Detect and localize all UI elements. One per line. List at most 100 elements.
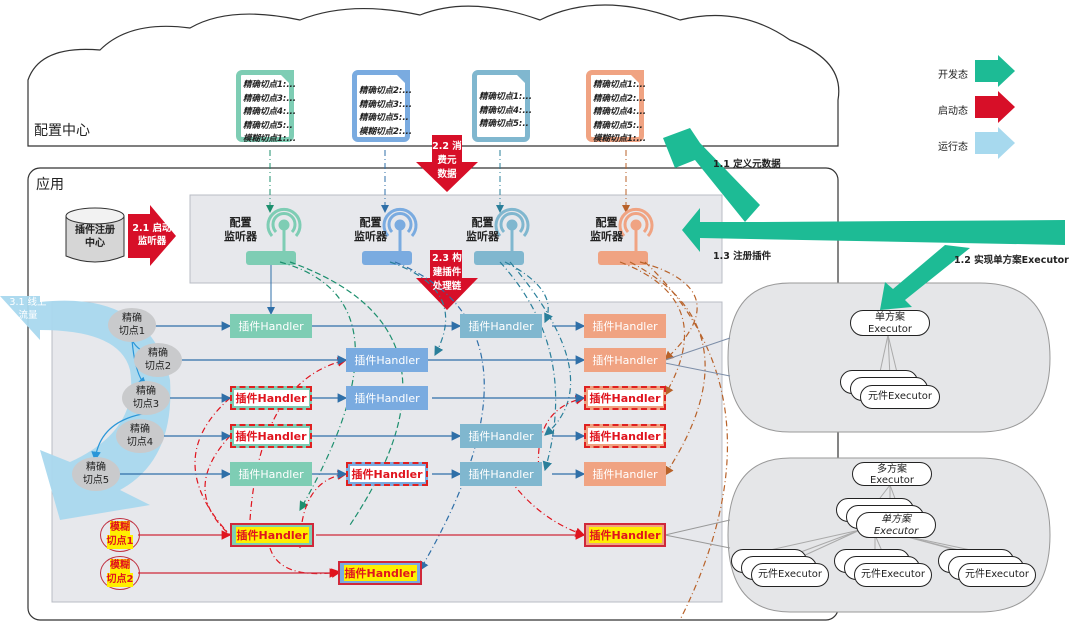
registry-line1: 插件注册 (75, 225, 115, 236)
exec-line1: 单方案 (881, 514, 911, 525)
legend-arrow-run (975, 127, 1015, 159)
doc-line: 精确切点3:... (359, 99, 413, 110)
plugin-handler-new[interactable]: 插件Handler (584, 424, 666, 448)
config-center-cloud (27, 4, 840, 147)
listener-icon-2 (362, 207, 418, 265)
listener-label-4: 配置 监听器 (590, 216, 623, 244)
plugin-handler[interactable]: 插件Handler (460, 462, 542, 486)
legend-run-label: 运行态 (938, 142, 968, 153)
step-2-1-label: 2.1 启动 监听器 (132, 222, 172, 248)
plugin-handler[interactable]: 插件Handler (230, 462, 312, 486)
plugin-handler[interactable]: 插件Handler (584, 348, 666, 372)
precise-point-3: 精确切点3 (122, 381, 170, 415)
config-center-title: 配置中心 (34, 123, 90, 139)
plugin-handler[interactable]: 插件Handler (584, 462, 666, 486)
handler-label: 插件Handler (592, 468, 658, 481)
handler-label: 插件Handler (349, 466, 425, 482)
listener-icon-1 (246, 207, 302, 265)
listener-icon-3 (474, 207, 530, 265)
listener-line1: 配置 (359, 216, 382, 229)
doc-fold-icon (392, 70, 410, 88)
plugin-handler-fuzzy[interactable]: 插件Handler (584, 523, 666, 547)
precise-point-5: 精确切点5 (72, 457, 120, 491)
app-title: 应用 (36, 177, 64, 193)
element-executor: 元件Executor (958, 563, 1036, 587)
step-2-2-label: 2.2 消 费元 数据 (428, 140, 466, 182)
doc-line: 模糊切点1:... (593, 134, 647, 144)
green-arrow-1-3 (682, 208, 1065, 252)
listener-line2: 监听器 (466, 230, 499, 243)
registry-line2: 中心 (85, 238, 105, 249)
legend-arrow-start (975, 91, 1015, 123)
handler-label: 插件Handler (343, 565, 417, 581)
listener-line1: 配置 (595, 216, 618, 229)
point-line1: 精确 (130, 424, 150, 435)
plugin-handler[interactable]: 插件Handler (346, 386, 428, 410)
exec-line1: 多方案 (877, 464, 907, 475)
step-2-3-line2: 建插件 (432, 267, 462, 278)
exec-line2: Executor (869, 475, 915, 486)
plugin-handler-new[interactable]: 插件Handler (230, 386, 312, 410)
exec-line1: 单方案 (875, 312, 905, 323)
exec-label: 元件Executor (964, 569, 1030, 580)
exec-label: 元件Executor (757, 569, 823, 580)
plugin-handler[interactable]: 插件Handler (584, 314, 666, 338)
step-2-1-line1: 2.1 启动 (132, 223, 172, 234)
doc-line: 精确切点2:... (359, 86, 413, 96)
plugin-handler-fuzzy[interactable]: 插件Handler (338, 561, 422, 585)
element-executor: 元件Executor (860, 385, 940, 409)
plugin-handler-fuzzy[interactable]: 插件Handler (230, 523, 314, 547)
element-executor: 元件Executor (854, 563, 932, 587)
fuzzy-point-1: 模糊切点1 (100, 518, 140, 552)
config-doc-2: 精确切点2:... 精确切点3:... 精确切点5:.. 模糊切点2:... (352, 70, 413, 142)
step-3-1-line1: 3.1 线上 (9, 297, 47, 308)
point-line1: 精确 (136, 386, 156, 397)
green-arrow-1-2 (880, 245, 970, 310)
listener-line1: 配置 (229, 216, 252, 229)
handler-label: 插件Handler (592, 320, 658, 333)
listener-line1: 配置 (471, 216, 494, 229)
doc-line: 精确切点1:... (243, 80, 297, 90)
listener-label-1: 配置 监听器 (224, 216, 257, 244)
handler-label: 插件Handler (238, 320, 304, 333)
handler-label: 插件Handler (233, 390, 309, 406)
doc-line: 模糊切点2:... (359, 126, 413, 137)
doc-line: 精确切点1:... (479, 92, 533, 102)
step-2-3-line1: 2.3 构 (432, 253, 462, 264)
plugin-handler-new[interactable]: 插件Handler (230, 424, 312, 448)
plugin-handler[interactable]: 插件Handler (460, 314, 542, 338)
handler-label: 插件Handler (468, 468, 534, 481)
exec-line2: Executor (873, 526, 919, 537)
point-line2: 切点2 (106, 573, 134, 587)
step-2-2-line2: 费元 (437, 155, 457, 166)
legend-dev-label: 开发态 (938, 70, 968, 81)
doc-line: 精确切点5:.. (359, 113, 409, 123)
doc-fold-icon (626, 70, 644, 88)
fuzzy-point-2: 模糊切点2 (100, 556, 140, 590)
doc-line: 精确切点2:... (593, 93, 647, 104)
precise-point-1: 精确切点1 (108, 308, 156, 342)
green-arrow-1-1 (663, 128, 760, 222)
plugin-registry-icon (65, 207, 125, 263)
legend-start-label: 启动态 (938, 106, 968, 117)
listener-icon-4 (598, 207, 654, 265)
plugin-handler-new[interactable]: 插件Handler (584, 386, 666, 410)
point-line2: 切点1 (118, 326, 146, 337)
plugin-handler-new[interactable]: 插件Handler (346, 462, 428, 486)
plugin-handler[interactable]: 插件Handler (346, 348, 428, 372)
legend-arrow-dev (975, 55, 1015, 87)
red-arrow-2-3 (416, 250, 478, 310)
plugin-handler[interactable]: 插件Handler (460, 424, 542, 448)
handler-label: 插件Handler (468, 430, 534, 443)
listener-label-2: 配置 监听器 (354, 216, 387, 244)
config-doc-3: 精确切点1:... 精确切点4:... 精确切点5:.. (472, 70, 533, 142)
listener-line2: 监听器 (590, 230, 623, 243)
doc-line: 精确切点4:... (243, 107, 297, 117)
element-executor: 元件Executor (751, 563, 829, 587)
single-scheme-executor-nested: 单方案 Executor (856, 512, 936, 538)
config-doc-4: 精确切点1:... 精确切点2:... 精确切点4:... 精确切点5:.. 模… (586, 70, 647, 144)
point-line1: 模糊 (110, 559, 130, 573)
plugin-handler[interactable]: 插件Handler (230, 314, 312, 338)
handler-label: 插件Handler (588, 527, 662, 543)
step-3-1-line2: 流量 (18, 310, 38, 321)
